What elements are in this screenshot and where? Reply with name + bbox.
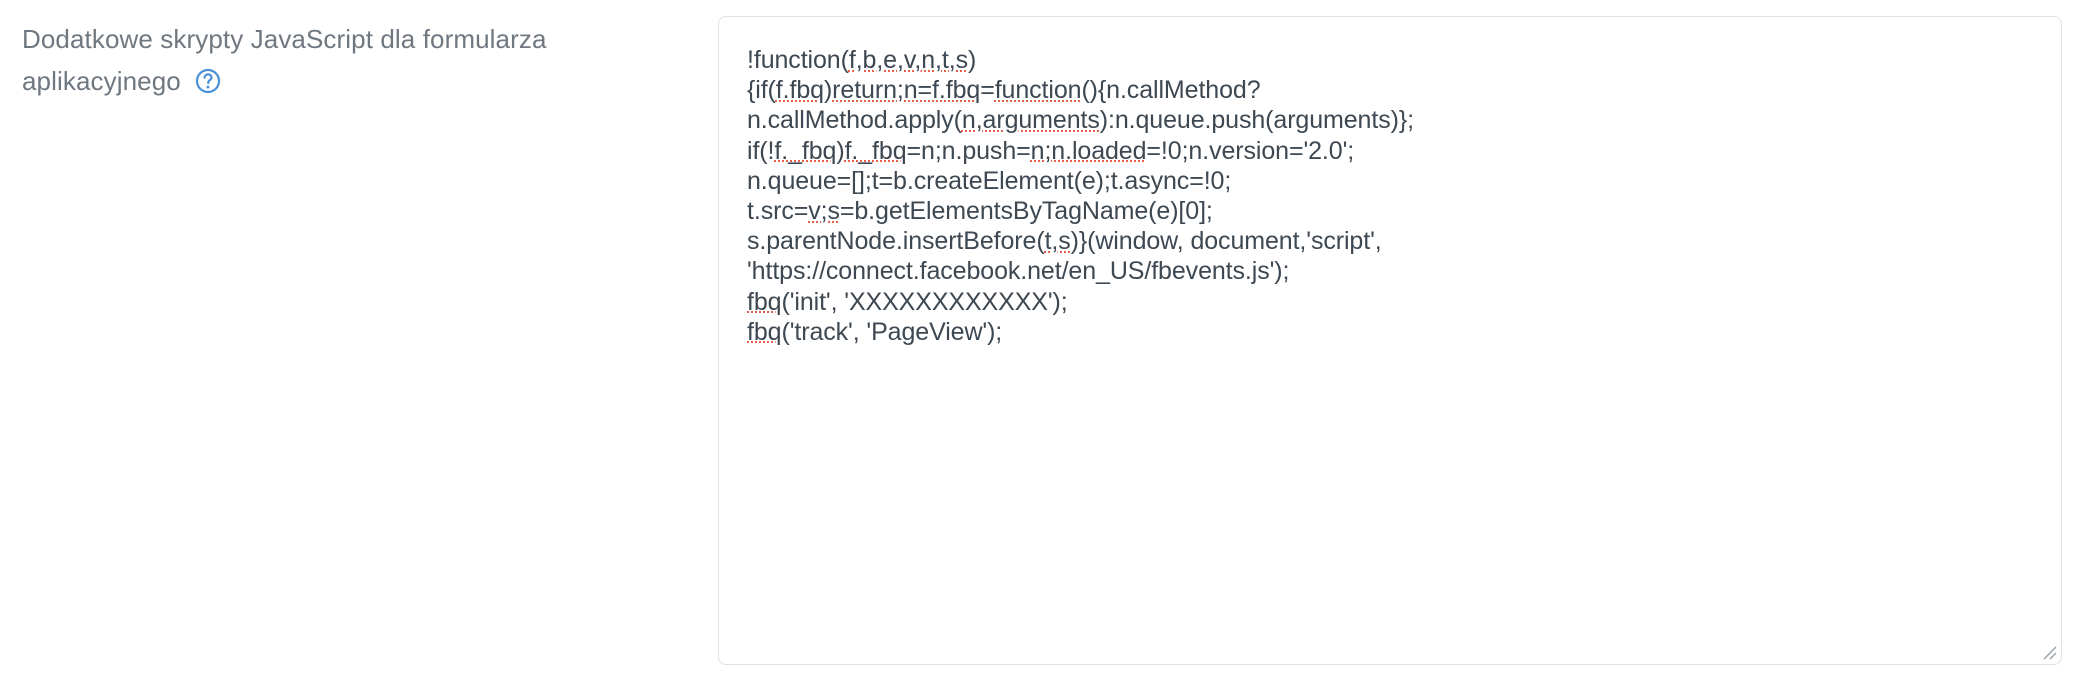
code-line: t.src=v;s=b.getElementsByTagName(e)[0]; — [747, 197, 1213, 226]
field-label: Dodatkowe skrypty JavaScript dla formula… — [22, 24, 547, 96]
code-line: {if(f.fbq)return;n=f.fbq=function(){n.ca… — [747, 76, 1261, 105]
code-line: n.callMethod.apply(n,arguments):n.queue.… — [747, 106, 1414, 135]
question-mark-circle-icon[interactable] — [195, 68, 221, 94]
field-label-column: Dodatkowe skrypty JavaScript dla formula… — [22, 18, 622, 102]
code-line: n.queue=[];t=b.createElement(e);t.async=… — [747, 166, 1232, 195]
additional-javascript-textarea[interactable]: !function(f,b,e,v,n,t,s) {if(f.fbq)retur… — [718, 16, 2062, 665]
textarea-content[interactable]: !function(f,b,e,v,n,t,s) {if(f.fbq)retur… — [747, 45, 2043, 347]
code-line: !function(f,b,e,v,n,t,s) — [747, 46, 977, 74]
code-line: 'https://connect.facebook.net/en_US/fbev… — [747, 257, 1290, 286]
code-line: s.parentNode.insertBefore(t,s)}(window, … — [747, 227, 1382, 256]
code-line: if(!f._fbq)f._fbq=n;n.push=n;n.loaded=!0… — [747, 136, 1355, 165]
code-line: fbq('init', 'XXXXXXXXXXXX'); — [747, 287, 1068, 316]
resize-grip-icon[interactable] — [2039, 642, 2057, 660]
code-line: fbq('track', 'PageView'); — [747, 317, 1003, 346]
